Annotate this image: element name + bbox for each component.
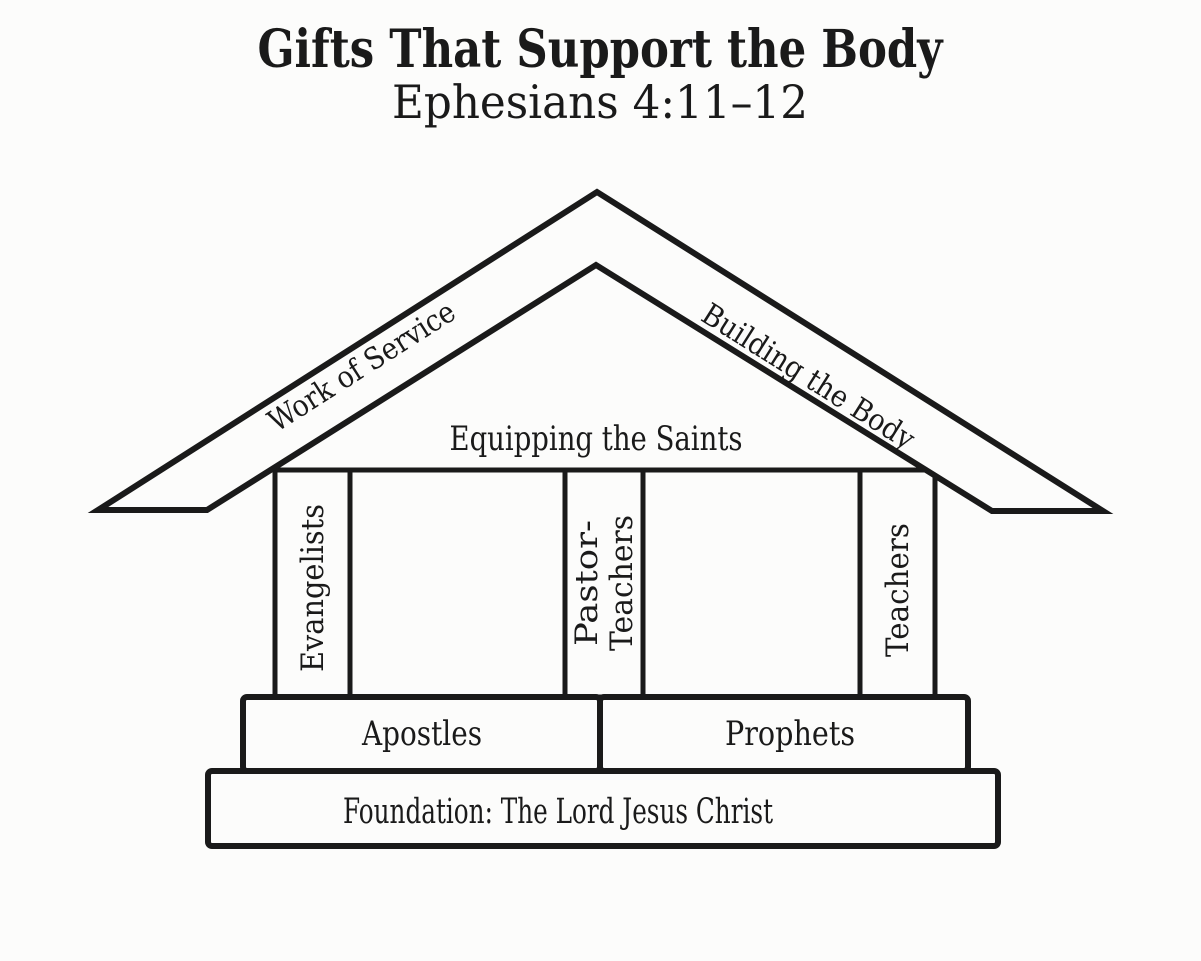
page-title: Gifts That Support the Body [258,19,944,80]
pillar-label-pastor-teachers-line2: Teachers [604,515,640,651]
pillar-label-teachers: Teachers [880,523,916,657]
wall-outline [272,467,938,700]
pillar-label-pastor-teachers-line1: Pastor- [569,520,605,646]
beam-label: Equipping the Saints [450,419,743,459]
page-subtitle: Ephesians 4:11–12 [392,75,808,129]
prophets-label: Prophets [725,714,855,754]
pillar-label-evangelists: Evangelists [295,504,331,672]
apostles-label: Apostles [361,714,482,754]
foundation-label: Foundation: The Lord Jesus Christ [343,792,773,832]
roof-band [87,188,1114,514]
foundation-block [205,768,1001,849]
